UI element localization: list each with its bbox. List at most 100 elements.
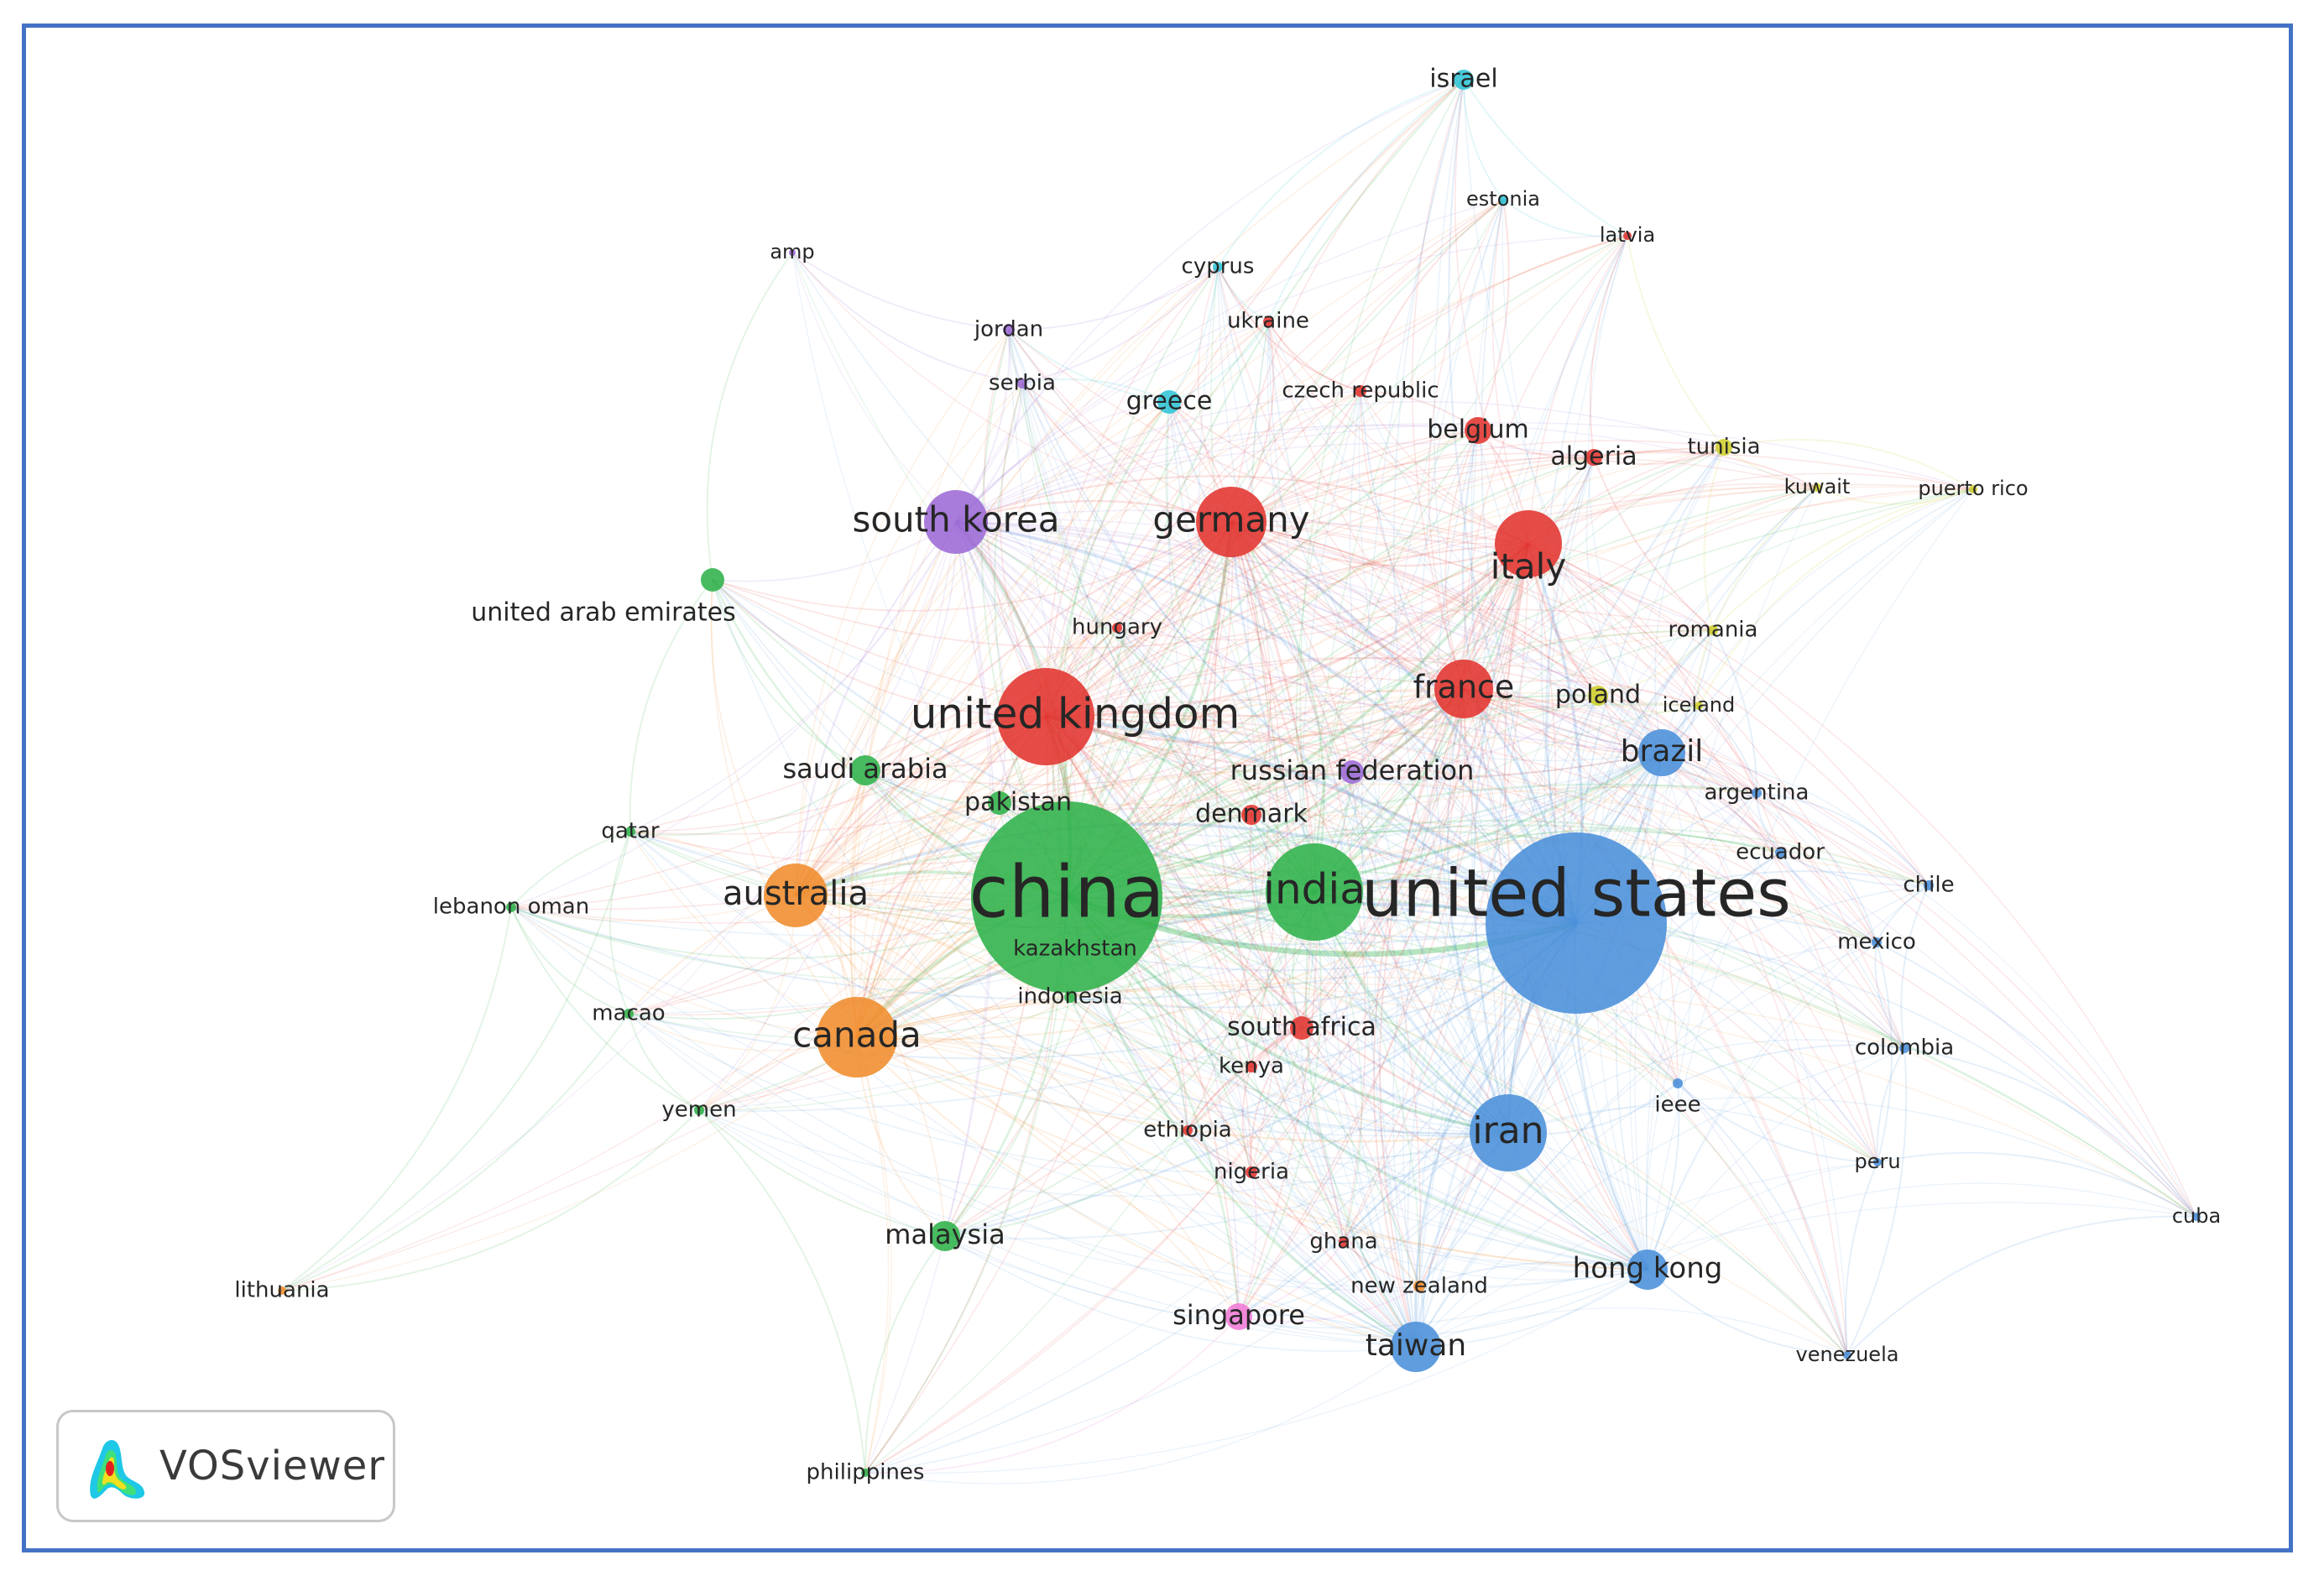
node-label-romania[interactable]: romania	[1669, 618, 1758, 643]
node-label-malaysia[interactable]: malaysia	[885, 1218, 1005, 1250]
node-singapore[interactable]	[1225, 1303, 1252, 1330]
node-united-kingdom[interactable]	[997, 668, 1094, 765]
node-france[interactable]	[1434, 660, 1493, 718]
node-macao[interactable]	[624, 1009, 634, 1019]
node-malaysia[interactable]	[930, 1221, 960, 1251]
node-label-peru[interactable]: peru	[1854, 1150, 1900, 1173]
node-label-ieee[interactable]: ieee	[1654, 1093, 1700, 1118]
node-label-new-zealand[interactable]: new zealand	[1350, 1274, 1488, 1299]
node-label-estonia[interactable]: estonia	[1466, 187, 1540, 211]
node-greece[interactable]	[1157, 390, 1181, 414]
node-label-yemen[interactable]: yemen	[661, 1098, 736, 1123]
node-label-macao[interactable]: macao	[592, 1001, 665, 1026]
node-venezuela[interactable]	[1843, 1351, 1851, 1359]
node-lithuania[interactable]	[278, 1286, 286, 1295]
node-label-hong-kong[interactable]: hong kong	[1573, 1252, 1723, 1286]
node-lebanon-oman[interactable]	[506, 902, 516, 912]
node-label-kenya[interactable]: kenya	[1219, 1054, 1284, 1079]
node-label-lithuania[interactable]: lithuania	[234, 1278, 329, 1303]
node-label-germany[interactable]: germany	[1152, 499, 1309, 540]
node-united-arab-emirates[interactable]	[701, 568, 724, 592]
node-label-algeria[interactable]: algeria	[1550, 442, 1637, 472]
node-label-indonesia[interactable]: indonesia	[1017, 984, 1122, 1010]
node-label-brazil[interactable]: brazil	[1621, 734, 1704, 769]
node-label-amp[interactable]: amp	[770, 240, 814, 264]
node-belgium[interactable]	[1465, 417, 1491, 444]
node-label-iran[interactable]: iran	[1472, 1109, 1543, 1152]
node-label-iceland[interactable]: iceland	[1663, 693, 1735, 717]
node-label-tunisia[interactable]: tunisia	[1687, 435, 1760, 460]
node-colombia[interactable]	[1899, 1043, 1909, 1053]
node-label-kazakhstan[interactable]: kazakhstan	[1013, 937, 1137, 962]
node-label-belgium[interactable]: belgium	[1427, 415, 1528, 445]
node-label-canada[interactable]: canada	[792, 1015, 922, 1056]
node-label-ukraine[interactable]: ukraine	[1227, 309, 1309, 334]
node-india[interactable]	[1266, 843, 1363, 941]
node-label-argentina[interactable]: argentina	[1705, 780, 1810, 806]
node-denmark[interactable]	[1241, 805, 1261, 825]
node-ukraine[interactable]	[1263, 316, 1273, 326]
node-label-ethiopia[interactable]: ethiopia	[1143, 1118, 1231, 1143]
node-latvia[interactable]	[1623, 232, 1632, 240]
node-label-poland[interactable]: poland	[1555, 681, 1641, 710]
node-label-greece[interactable]: greece	[1126, 387, 1213, 416]
node-peru[interactable]	[1873, 1158, 1882, 1166]
node-label-cyprus[interactable]: cyprus	[1182, 254, 1255, 279]
node-china[interactable]	[971, 801, 1162, 993]
node-kenya[interactable]	[1246, 1061, 1257, 1072]
node-new-zealand[interactable]	[1413, 1281, 1425, 1292]
node-argentina[interactable]	[1752, 788, 1762, 798]
node-jordan[interactable]	[1003, 324, 1015, 336]
node-italy[interactable]	[1495, 510, 1562, 577]
node-label-mexico[interactable]: mexico	[1837, 930, 1916, 955]
node-label-cuba[interactable]: cuba	[2172, 1204, 2221, 1228]
node-label-south-korea[interactable]: south korea	[852, 499, 1059, 540]
node-label-denmark[interactable]: denmark	[1195, 800, 1308, 829]
node-russian-federation[interactable]	[1340, 760, 1364, 784]
node-hungary[interactable]	[1112, 623, 1122, 633]
node-label-venezuela[interactable]: venezuela	[1796, 1343, 1899, 1366]
node-label-jordan[interactable]: jordan	[974, 317, 1043, 342]
node-label-puerto-rico[interactable]: puerto rico	[1918, 477, 2028, 500]
node-label-colombia[interactable]: colombia	[1855, 1036, 1954, 1061]
node-israel[interactable]	[1454, 70, 1474, 90]
node-label-saudi-arabia[interactable]: saudi arabia	[782, 753, 948, 785]
node-label-czech-republic[interactable]: czech republic	[1282, 378, 1439, 404]
node-yemen[interactable]	[694, 1105, 704, 1115]
node-hong-kong[interactable]	[1627, 1250, 1668, 1290]
node-label-south-africa[interactable]: south africa	[1227, 1013, 1376, 1042]
node-cuba[interactable]	[2192, 1213, 2201, 1221]
node-ghana[interactable]	[1339, 1237, 1349, 1247]
node-label-taiwan[interactable]: taiwan	[1366, 1328, 1467, 1363]
node-label-philippines[interactable]: philippines	[807, 1460, 925, 1485]
node-iceland[interactable]	[1695, 702, 1703, 710]
node-label-australia[interactable]: australia	[723, 874, 869, 913]
node-label-italy[interactable]: italy	[1491, 546, 1566, 587]
node-algeria[interactable]	[1585, 449, 1602, 466]
node-label-china[interactable]: china	[969, 850, 1165, 934]
node-taiwan[interactable]	[1391, 1322, 1441, 1372]
node-label-serbia[interactable]: serbia	[989, 371, 1056, 396]
node-ecuador[interactable]	[1775, 848, 1785, 858]
node-label-chile[interactable]: chile	[1903, 873, 1954, 898]
node-australia[interactable]	[764, 864, 828, 927]
node-estonia[interactable]	[1498, 195, 1508, 205]
node-saudi-arabia[interactable]	[850, 755, 880, 785]
node-poland[interactable]	[1588, 686, 1608, 706]
node-south-korea[interactable]	[924, 490, 988, 554]
node-label-israel[interactable]: israel	[1429, 65, 1497, 94]
node-label-india[interactable]: india	[1263, 865, 1366, 914]
node-chile[interactable]	[1924, 880, 1934, 890]
node-czech-republic[interactable]	[1355, 385, 1366, 397]
node-label-kuwait[interactable]: kuwait	[1784, 475, 1851, 498]
node-label-ghana[interactable]: ghana	[1309, 1229, 1377, 1255]
node-label-russian-federation[interactable]: russian federation	[1230, 754, 1475, 786]
node-label-ecuador[interactable]: ecuador	[1736, 840, 1825, 865]
node-label-nigeria[interactable]: nigeria	[1214, 1160, 1289, 1185]
node-serbia[interactable]	[1017, 378, 1027, 389]
node-kuwait[interactable]	[1813, 483, 1821, 492]
node-united-states[interactable]	[1486, 832, 1667, 1014]
node-mexico[interactable]	[1872, 937, 1882, 947]
node-philippines[interactable]	[861, 1469, 870, 1477]
node-label-qatar[interactable]: qatar	[601, 819, 660, 844]
